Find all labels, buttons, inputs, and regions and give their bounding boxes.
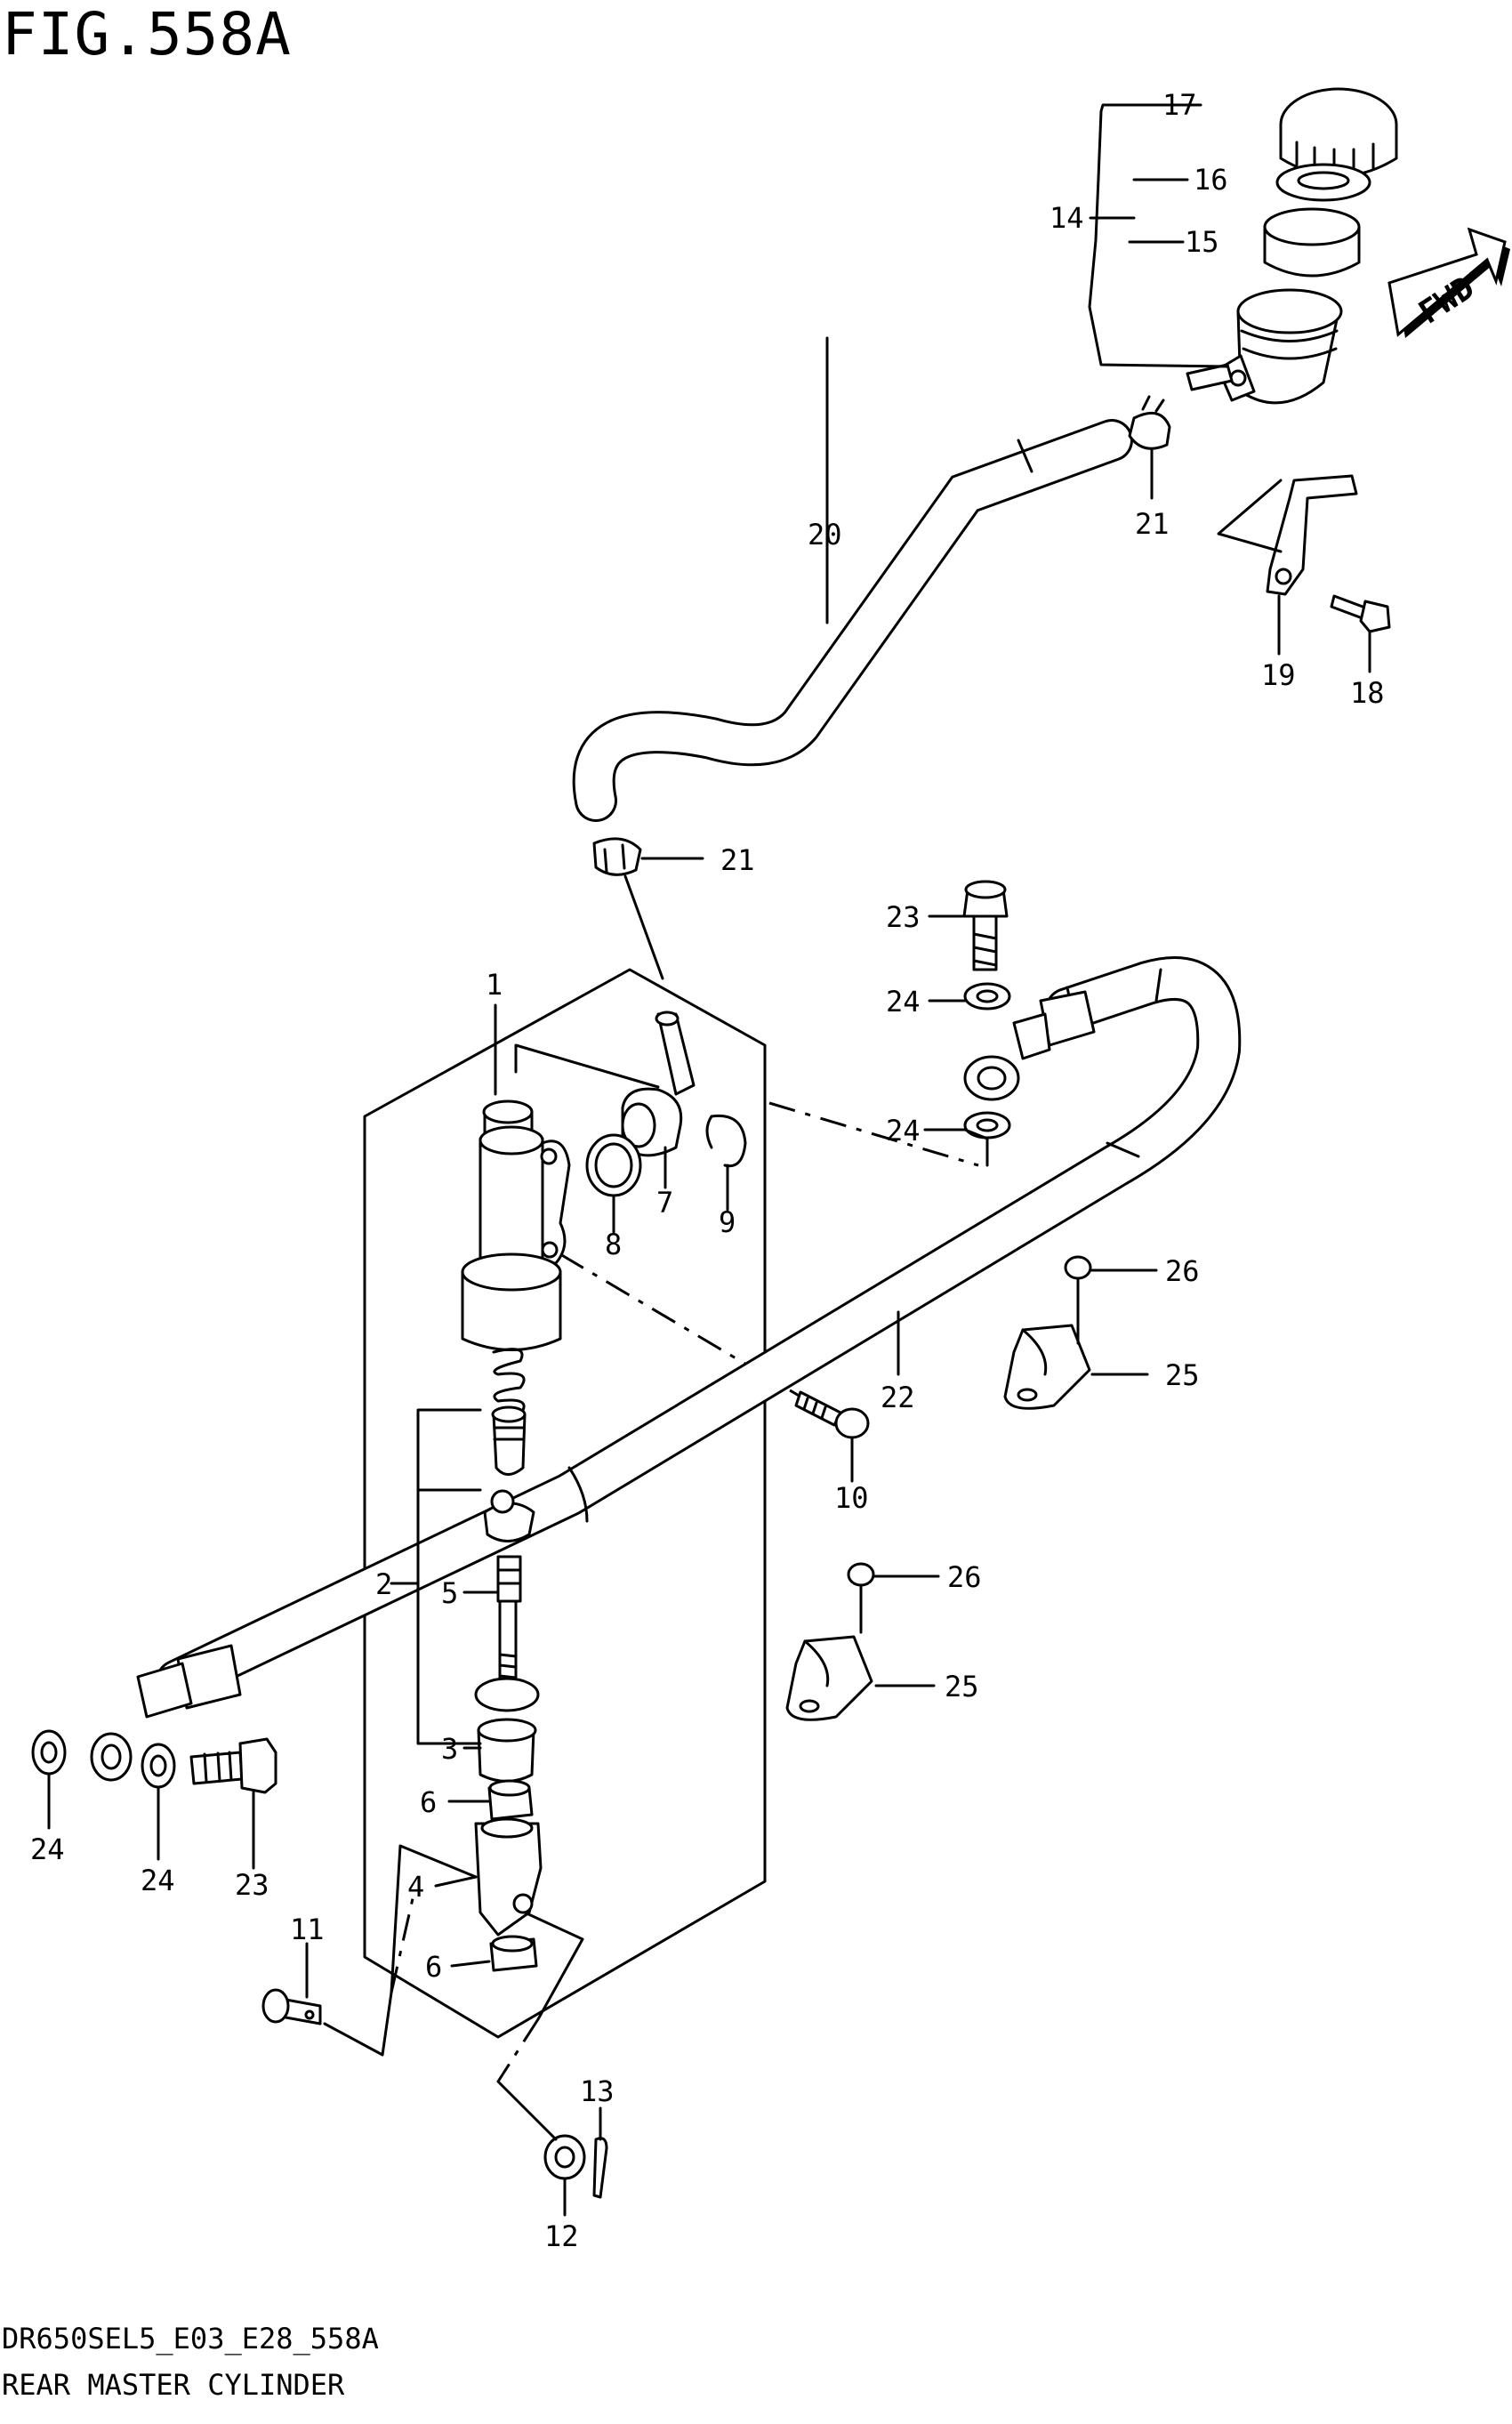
callout-18: 18 xyxy=(1350,676,1385,710)
callout-9: 9 xyxy=(719,1205,736,1239)
master-cylinder-body xyxy=(461,1099,571,1351)
hose-end-fitting-upper xyxy=(963,990,1096,1101)
union-bolt-lower xyxy=(189,1737,277,1794)
callout-21-upper: 21 xyxy=(1135,507,1170,541)
section-title: REAR MASTER CYLINDER xyxy=(2,2368,345,2402)
callout-25-lower: 25 xyxy=(945,1670,979,1703)
banjo-alignment-line xyxy=(768,1101,979,1167)
callout-2: 2 xyxy=(375,1567,392,1601)
callout-1: 1 xyxy=(486,968,503,1002)
hose-end-fitting-lower xyxy=(90,1644,242,1782)
callout-17: 17 xyxy=(1162,88,1197,122)
callout-23-upper: 23 xyxy=(886,900,921,934)
brake-hose-inner xyxy=(158,959,1239,1701)
cotter-alignment xyxy=(496,1911,602,2217)
callout-24-lower-2: 24 xyxy=(141,1864,175,1897)
sealing-washer-lower-2 xyxy=(141,1743,176,1789)
circlip xyxy=(705,1114,747,1168)
callout-11: 11 xyxy=(290,1913,325,1946)
lock-nut-upper xyxy=(487,1779,534,1821)
hose-clamp-upper xyxy=(1003,1324,1091,1410)
push-rod xyxy=(496,1555,522,1692)
clip-to-cylinder-line xyxy=(623,874,664,980)
union-bolt-upper xyxy=(962,880,1009,971)
bracket-bolt xyxy=(1330,594,1391,633)
clamp-screw-upper xyxy=(1064,1255,1092,1309)
cotter-dash xyxy=(496,2018,540,2082)
model-code: DR650SEL5_E03_E28_558A xyxy=(2,2322,379,2356)
callout-6-upper: 6 xyxy=(420,1785,437,1819)
hose-clamp-lower xyxy=(785,1635,873,1721)
o-ring xyxy=(585,1133,642,1197)
callout-25-upper: 25 xyxy=(1165,1358,1200,1392)
callout-21-lower: 21 xyxy=(720,843,755,877)
callout-24-upper: 24 xyxy=(886,985,921,1019)
reservoir-bracket xyxy=(1266,474,1358,596)
callout-19: 19 xyxy=(1261,658,1296,692)
cotter-pin xyxy=(592,2137,608,2199)
leader-4 xyxy=(434,1875,478,1888)
callout-24-lower-1: 24 xyxy=(30,1832,65,1866)
lock-nut-lower xyxy=(489,1935,538,1972)
hose-clip-upper xyxy=(1128,395,1171,450)
reservoir-hose-inner xyxy=(575,422,1130,819)
leader-6-lower xyxy=(450,1960,491,1968)
reservoir-set-bracket xyxy=(1088,103,1229,368)
piston-set-bracket xyxy=(416,1408,482,1745)
assembly-box xyxy=(363,968,767,2039)
rod-end-clevis xyxy=(474,1817,543,1937)
callout-8: 8 xyxy=(605,1228,622,1261)
callout-26-upper: 26 xyxy=(1165,1254,1200,1288)
washer xyxy=(543,2134,586,2180)
callout-24-mid: 24 xyxy=(886,1114,921,1148)
hose-sleeve-lines xyxy=(567,968,1162,1523)
reservoir-plate xyxy=(1275,163,1371,202)
reservoir-diaphragm xyxy=(1263,207,1361,278)
callout-16: 16 xyxy=(1194,163,1228,197)
callout-3: 3 xyxy=(441,1732,458,1766)
connector-assembly-line xyxy=(514,1043,660,1089)
hose-connector xyxy=(621,1011,696,1157)
return-spring xyxy=(492,1348,526,1416)
callout-12: 12 xyxy=(544,2219,579,2253)
primary-cup xyxy=(491,1405,527,1476)
hose-sleeve-line xyxy=(1017,439,1033,473)
callout-13: 13 xyxy=(580,2074,615,2108)
fwd-arrow: FWD xyxy=(1387,227,1510,338)
pivot-bolt xyxy=(794,1390,870,1439)
sealing-washer-upper-1 xyxy=(963,982,1011,1011)
leader-24-mid xyxy=(923,1128,989,1167)
callout-22: 22 xyxy=(881,1381,915,1414)
piston xyxy=(483,1489,535,1542)
callout-26-lower: 26 xyxy=(947,1560,982,1594)
figure-title: FIG.558A xyxy=(2,0,292,68)
leader-19 xyxy=(1217,479,1283,656)
callout-20: 20 xyxy=(808,518,842,552)
reservoir-body xyxy=(1186,288,1343,405)
clevis-dash-left xyxy=(390,1894,415,1993)
sealing-washer-upper-2 xyxy=(963,1111,1011,1140)
callout-7: 7 xyxy=(656,1186,673,1220)
callout-23-lower: 23 xyxy=(235,1868,269,1902)
callout-10: 10 xyxy=(834,1481,869,1515)
callout-4: 4 xyxy=(407,1870,424,1904)
callout-15: 15 xyxy=(1185,225,1219,259)
callout-5: 5 xyxy=(441,1576,458,1610)
hose-clip-lower xyxy=(592,837,642,876)
clevis-pin-alignment xyxy=(323,1844,478,2057)
callout-6-lower: 6 xyxy=(425,1950,442,1984)
callout-14: 14 xyxy=(1050,201,1084,235)
clamp-screw-lower xyxy=(847,1562,875,1634)
clevis-pin xyxy=(261,1988,322,2025)
sealing-washer-lower-1 xyxy=(31,1729,67,1776)
reservoir-cap xyxy=(1279,87,1398,178)
boot xyxy=(474,1677,540,1783)
